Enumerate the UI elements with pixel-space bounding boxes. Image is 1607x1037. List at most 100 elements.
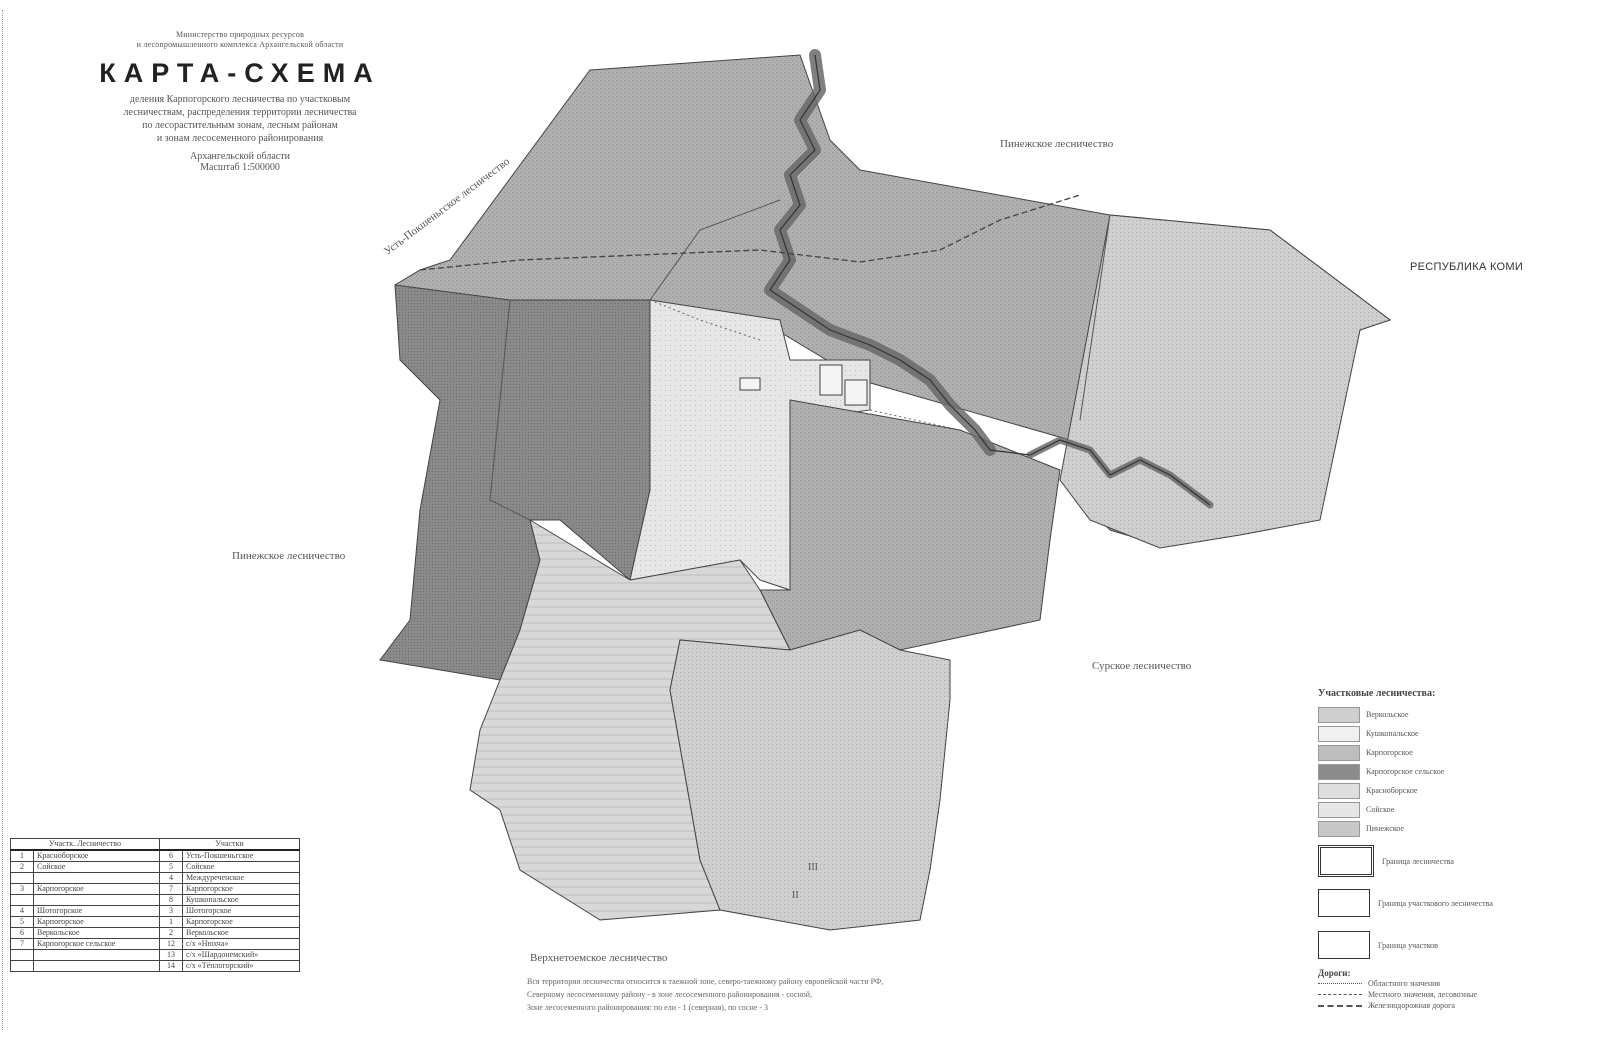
region-southwest — [469, 518, 791, 921]
roads-title: Дороги: — [1318, 968, 1351, 978]
table-cell-forestry: Сойское — [33, 861, 160, 873]
legend-label: Карпогорское — [1366, 748, 1413, 757]
table-cell-site: Карпогорское — [181, 916, 301, 928]
label-west-forestry: Пинежское лесничество — [232, 550, 346, 562]
title-block: Министерство природных ресурсов и лесопр… — [30, 30, 450, 173]
river-line — [769, 54, 1211, 506]
table-cell-snum: 4 — [158, 872, 183, 884]
table-cell-site: Веркольское — [181, 927, 301, 939]
legend-label: Граница участков — [1378, 940, 1438, 950]
legend-road-line — [1318, 1004, 1362, 1007]
legend-road-line — [1318, 983, 1362, 984]
legend-border-swatch — [1318, 889, 1370, 917]
table-cell-snum: 14 — [158, 960, 183, 972]
zone-marker: III — [808, 862, 818, 873]
table-cell-num: 3 — [10, 883, 34, 895]
legend-item: Карпогорское — [1318, 743, 1598, 762]
table-cell-num: 7 — [10, 938, 34, 950]
table-cell-forestry: Карпогорское сельское — [33, 938, 160, 950]
table-cell-snum: 13 — [158, 949, 183, 961]
legend-road-item: Местного значения, лесовозные — [1318, 989, 1598, 1000]
legend-item: Кушкопальское — [1318, 724, 1598, 743]
region-south — [669, 629, 951, 931]
legend-label: Пинежское — [1366, 824, 1404, 833]
table-cell-forestry: Карпогорское — [33, 883, 160, 895]
region-center-east — [759, 399, 1061, 651]
legend-swatch — [1318, 820, 1360, 837]
road — [649, 299, 961, 431]
legend-label: Граница лесничества — [1382, 856, 1454, 866]
table-cell-forestry: Шотогорское — [33, 905, 160, 917]
description-line: лесничествам, распределения территории л… — [123, 107, 357, 118]
table-cell-snum: 3 — [158, 905, 183, 917]
legend-item: Веркольское — [1318, 705, 1598, 724]
table-cell-num — [10, 894, 34, 906]
legend-road-item: Железнодорожная дорога — [1318, 1000, 1598, 1011]
table-cell-forestry: Веркольское — [33, 927, 160, 939]
table-header: Участки — [158, 838, 301, 851]
table-cell-site: Карпогорское — [181, 883, 301, 895]
table-cell-site: Усть-Покшеньгское — [181, 849, 301, 862]
legend-label: Сойское — [1366, 805, 1395, 814]
legend-swatch — [1318, 725, 1360, 742]
legend-road-item: Областного значения — [1318, 978, 1598, 989]
ministry-line-2: и лесопромышленного комплекса Архангельс… — [136, 40, 344, 49]
map-scale: Масштаб 1:500000 — [200, 162, 280, 173]
table-cell-site: Сойское — [181, 861, 301, 873]
table-cell-num — [10, 872, 34, 884]
legend-border-swatch — [1318, 931, 1370, 959]
legend-label: Местного значения, лесовозные — [1368, 990, 1478, 999]
table-cell-forestry: Красноборское — [33, 849, 160, 862]
zone-marker: II — [792, 890, 799, 901]
table-cell-snum: 1 — [158, 916, 183, 928]
legend-label: Железнодорожная дорога — [1368, 1001, 1455, 1010]
legend-item: Пинежское — [1318, 819, 1598, 838]
table-cell-num: 1 — [10, 849, 34, 862]
table-cell-forestry — [33, 949, 160, 961]
table-cell-snum: 5 — [158, 861, 183, 873]
district-boundary — [489, 199, 1111, 521]
enclave — [844, 379, 868, 406]
table-cell-site: с/х «Тёплогорский» — [181, 960, 301, 972]
table-cell-site: Междуреченское — [181, 872, 301, 884]
enclave — [739, 377, 761, 391]
legend-label: Красноборское — [1366, 786, 1418, 795]
label-south-forestry: Верхнетоемское лесничество — [530, 952, 668, 964]
footnote-line: Зоне лесосеменного районирования: по ели… — [527, 1003, 769, 1012]
table-cell-site: Шотогорское — [181, 905, 301, 917]
table-cell-num — [10, 960, 34, 972]
table-cell-forestry — [33, 960, 160, 972]
table-cell-num: 2 — [10, 861, 34, 873]
enclave — [819, 364, 843, 396]
legend-border-swatch — [1318, 845, 1374, 877]
footnote-line: Вся территория лесничества относится к т… — [527, 977, 884, 986]
footnote-line: Северному лесосеменному району - в зоне … — [527, 990, 813, 999]
legend-swatch — [1318, 744, 1360, 761]
legend-swatch — [1318, 706, 1360, 723]
table-cell-site: с/х «Шардонемский» — [181, 949, 301, 961]
table-cell-site: Кушкопальское — [181, 894, 301, 906]
region-name: Архангельской области — [190, 151, 290, 162]
table-header: Участк. Лесничество — [10, 838, 160, 851]
table-cell-forestry — [33, 872, 160, 884]
region-east — [1059, 214, 1392, 549]
ministry-line-1: Министерство природных ресурсов — [175, 30, 305, 39]
legend-item: Карпогорское сельское — [1318, 762, 1598, 781]
